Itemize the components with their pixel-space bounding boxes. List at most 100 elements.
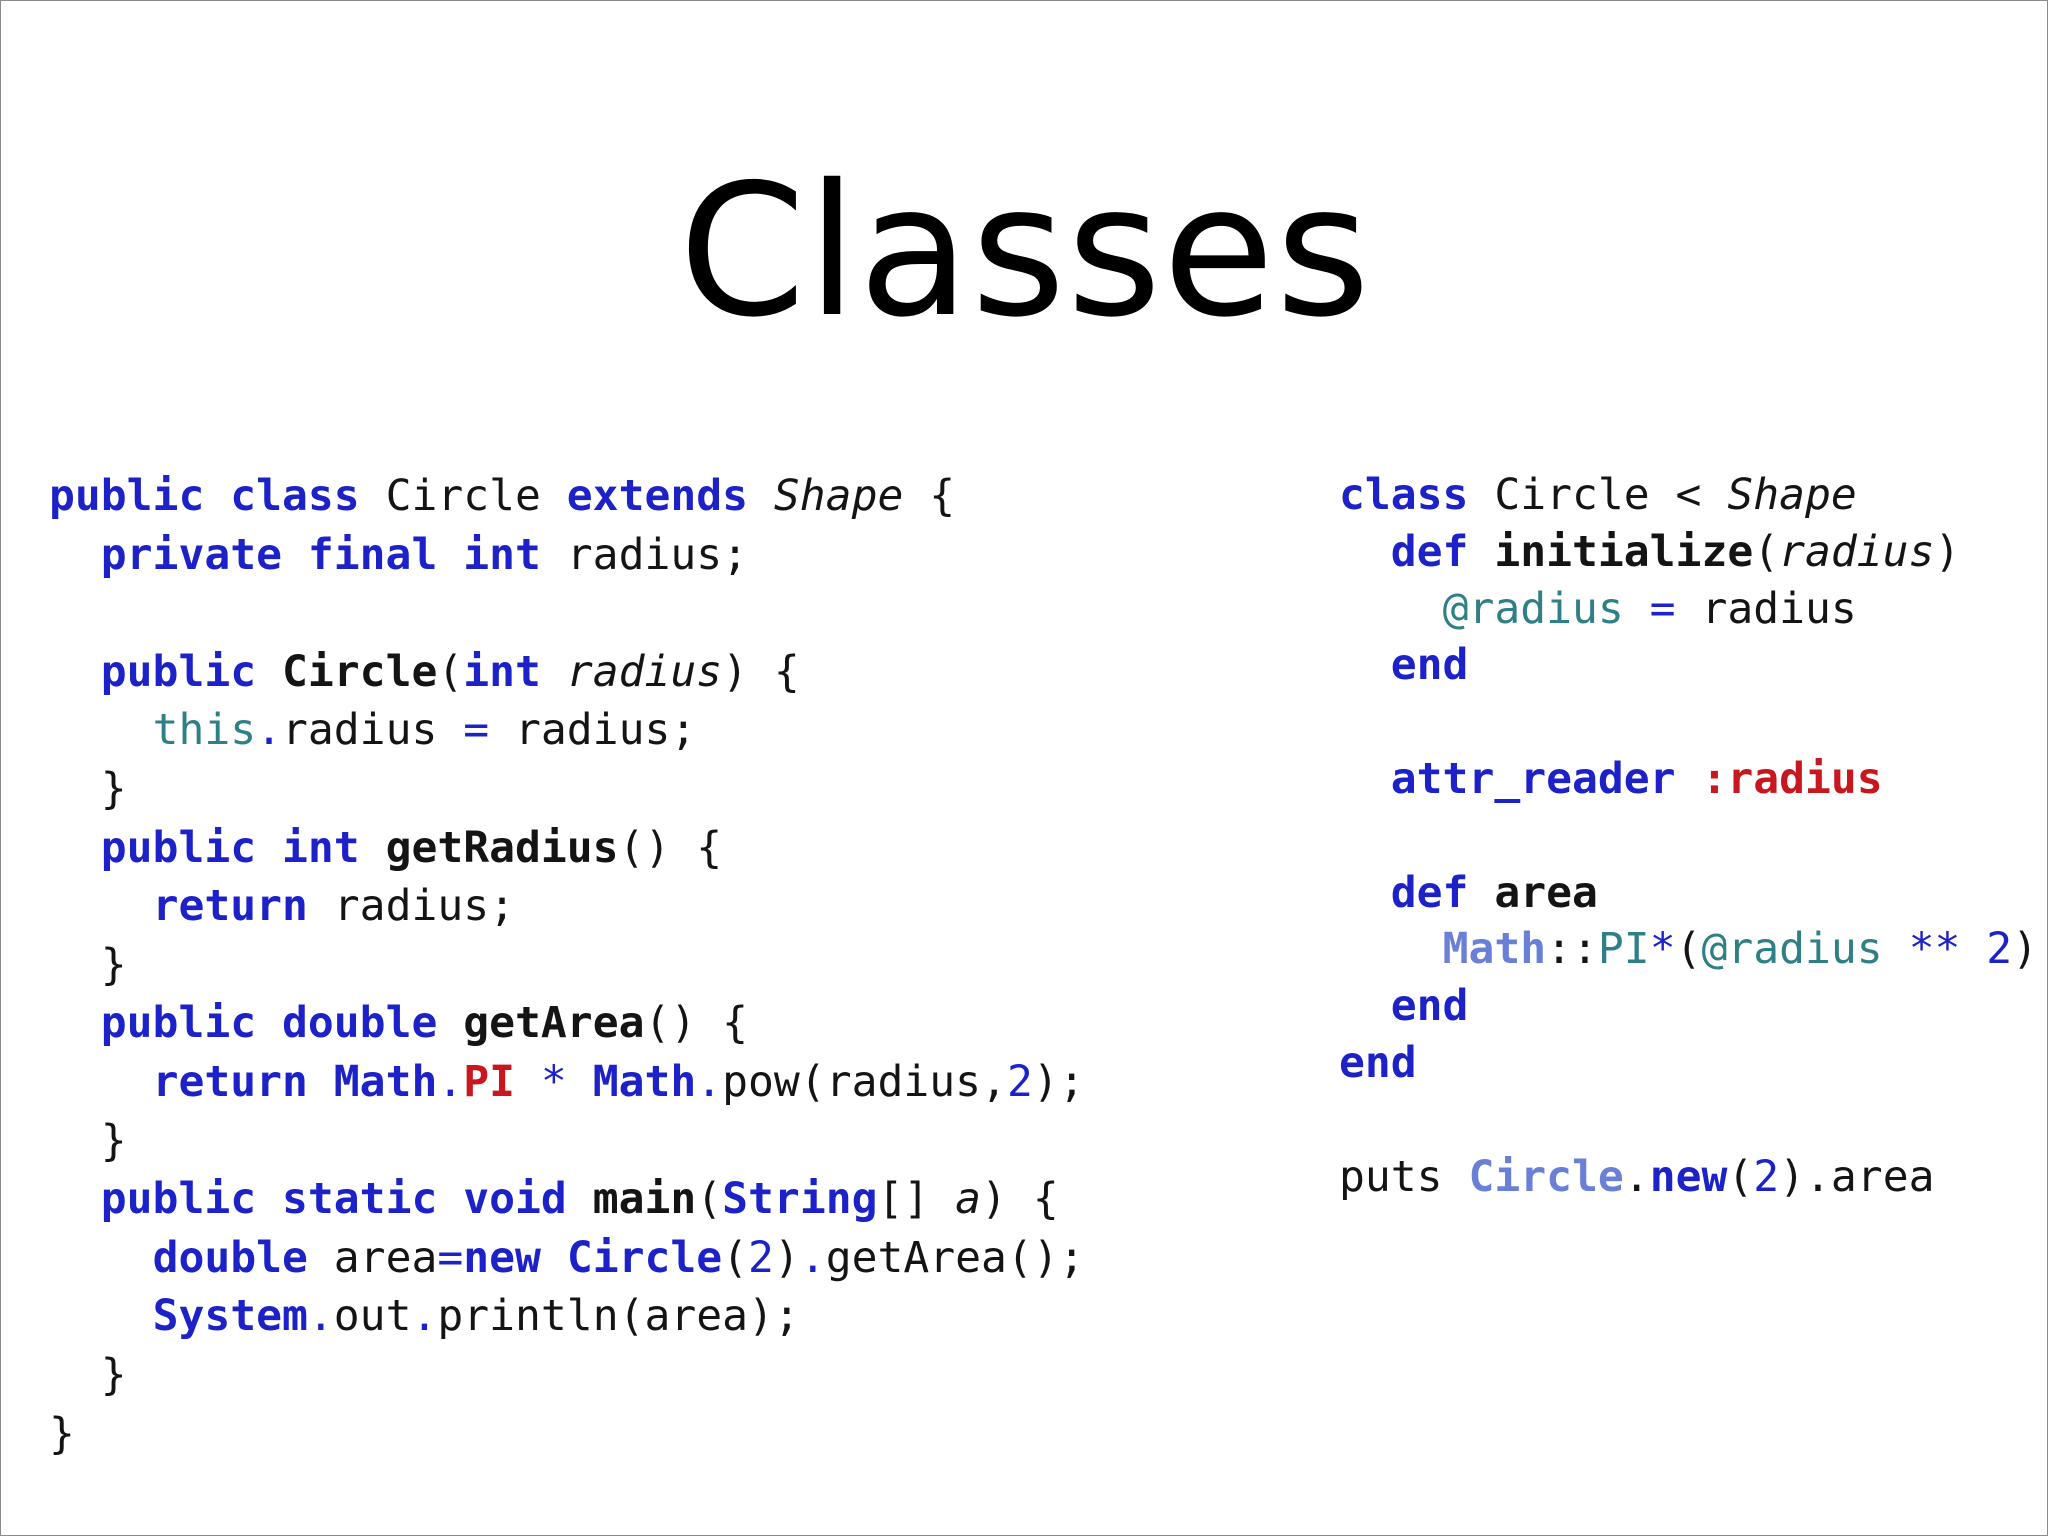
code-token: } — [49, 1408, 75, 1459]
code-token: 2 — [748, 1232, 774, 1283]
code-line: } — [49, 1346, 1085, 1405]
code-token: double — [282, 998, 438, 1049]
code-token — [1339, 584, 1443, 634]
code-token: ) { — [722, 646, 800, 697]
code-token: radius; — [489, 705, 697, 756]
code-token: println(area); — [437, 1291, 800, 1342]
code-token: end — [1390, 981, 1469, 1032]
code-token: ( — [696, 1174, 723, 1225]
code-token: System — [152, 1291, 308, 1342]
code-line: ​ — [1339, 1092, 2038, 1149]
code-line: end — [1339, 637, 2038, 694]
code-token: Math — [333, 1056, 438, 1107]
code-token — [1339, 868, 1391, 918]
code-token: @radius — [1442, 583, 1624, 634]
code-token — [1339, 754, 1391, 804]
code-token — [308, 1057, 334, 1107]
code-token: Math — [1442, 924, 1547, 975]
code-token — [1339, 981, 1391, 1031]
code-token: end — [1390, 640, 1469, 691]
code-token: = — [437, 1232, 464, 1283]
code-token: = — [1649, 583, 1676, 634]
code-line: public int getRadius() { — [49, 819, 1085, 878]
code-token: ( — [437, 646, 464, 697]
code-token — [1676, 754, 1702, 804]
code-token — [256, 998, 282, 1048]
code-line: ​ — [49, 584, 1085, 643]
code-token — [1339, 924, 1443, 974]
code-token: public — [100, 646, 257, 697]
code-token: Shape — [1727, 470, 1857, 520]
code-token — [1468, 527, 1494, 577]
code-token: Math — [592, 1056, 697, 1107]
code-token: int — [282, 822, 360, 873]
code-token — [567, 1174, 593, 1224]
slide-title: Classes — [678, 145, 1372, 357]
code-token: return — [152, 1056, 308, 1107]
code-line: } — [49, 1405, 1085, 1464]
code-token — [49, 823, 101, 873]
code-token — [1468, 868, 1494, 918]
code-token: Circle — [359, 471, 567, 521]
code-token — [567, 1057, 593, 1107]
code-token: Shape — [773, 471, 904, 521]
code-token — [1339, 640, 1391, 690]
code-token — [282, 530, 308, 580]
code-token: :: — [1546, 924, 1598, 975]
code-token: end — [1339, 1037, 1417, 1088]
code-token: attr_reader — [1390, 753, 1676, 804]
code-token: new — [1649, 1151, 1728, 1202]
code-token — [748, 471, 774, 521]
code-line: Math::PI*(@radius ** 2) — [1339, 921, 2038, 978]
code-token: int — [463, 529, 541, 580]
code-token: radius — [1675, 583, 1857, 634]
code-line: return radius; — [49, 877, 1085, 936]
code-token — [1339, 527, 1391, 577]
code-token: 2 — [1986, 924, 2013, 975]
code-token: () { — [618, 822, 723, 873]
code-token: pow(radius, — [722, 1056, 1007, 1107]
code-line: ​ — [1339, 694, 2038, 751]
code-token — [49, 1057, 153, 1107]
code-token: ( — [1753, 526, 1780, 577]
code-token: public — [49, 471, 205, 521]
code-token: ); — [1032, 1056, 1085, 1107]
code-token: PI — [1597, 924, 1650, 975]
code-token — [49, 705, 153, 755]
code-token: ) { — [981, 1174, 1059, 1225]
code-token: puts — [1339, 1151, 1469, 1202]
code-token: . — [437, 1056, 464, 1107]
code-token: getArea(); — [825, 1232, 1085, 1283]
code-token: radius; — [540, 529, 749, 580]
code-token: } — [49, 1349, 127, 1400]
code-token: PI — [463, 1056, 516, 1107]
code-token: . — [256, 705, 283, 756]
code-token — [541, 1233, 567, 1283]
code-line: return Math.PI * Math.pow(radius,2); — [49, 1053, 1085, 1112]
code-line: private final int radius; — [49, 526, 1085, 585]
code-token: Circle — [282, 646, 438, 697]
code-token: ) — [2012, 924, 2039, 975]
code-token: . — [696, 1056, 723, 1107]
code-token: new — [463, 1232, 541, 1283]
code-token: } — [49, 763, 127, 814]
ruby-code-block: class Circle < Shape def initialize(radi… — [1339, 467, 2038, 1205]
code-token: radius — [566, 646, 723, 697]
code-token: * — [1649, 924, 1676, 975]
code-token: static — [282, 1174, 438, 1225]
code-line: ​ — [1339, 808, 2038, 865]
code-token — [256, 1174, 282, 1224]
code-token: ) — [1779, 1151, 1806, 1202]
code-token — [49, 998, 101, 1048]
code-token — [49, 1174, 101, 1224]
code-token — [256, 823, 282, 873]
code-token — [49, 530, 101, 580]
code-token: } — [49, 939, 127, 990]
code-token — [437, 998, 463, 1048]
code-token: return — [152, 881, 308, 932]
code-token: () { — [644, 998, 749, 1049]
code-token: ( — [722, 1232, 749, 1283]
code-token: double — [152, 1232, 308, 1283]
code-token — [49, 647, 101, 697]
